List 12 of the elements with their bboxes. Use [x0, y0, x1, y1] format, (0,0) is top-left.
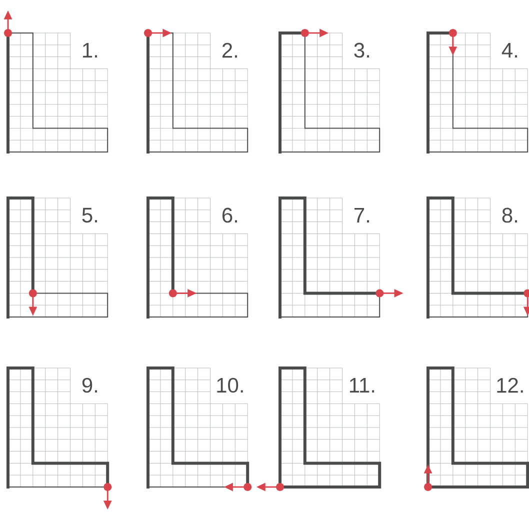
step-number: 5. — [82, 208, 97, 223]
step-number: 8. — [502, 208, 518, 223]
step-number: 3. — [354, 42, 370, 58]
step-number: 4. — [502, 43, 518, 58]
step-number: 10. — [217, 378, 243, 393]
step-number: 1. — [83, 43, 97, 58]
step-number: 11. — [350, 378, 374, 392]
step-number: 6. — [222, 208, 238, 223]
step-number: 2. — [222, 42, 238, 58]
step-number: 12. — [497, 378, 523, 393]
step-number: 9. — [82, 378, 97, 393]
step-number: 7. — [354, 208, 370, 222]
